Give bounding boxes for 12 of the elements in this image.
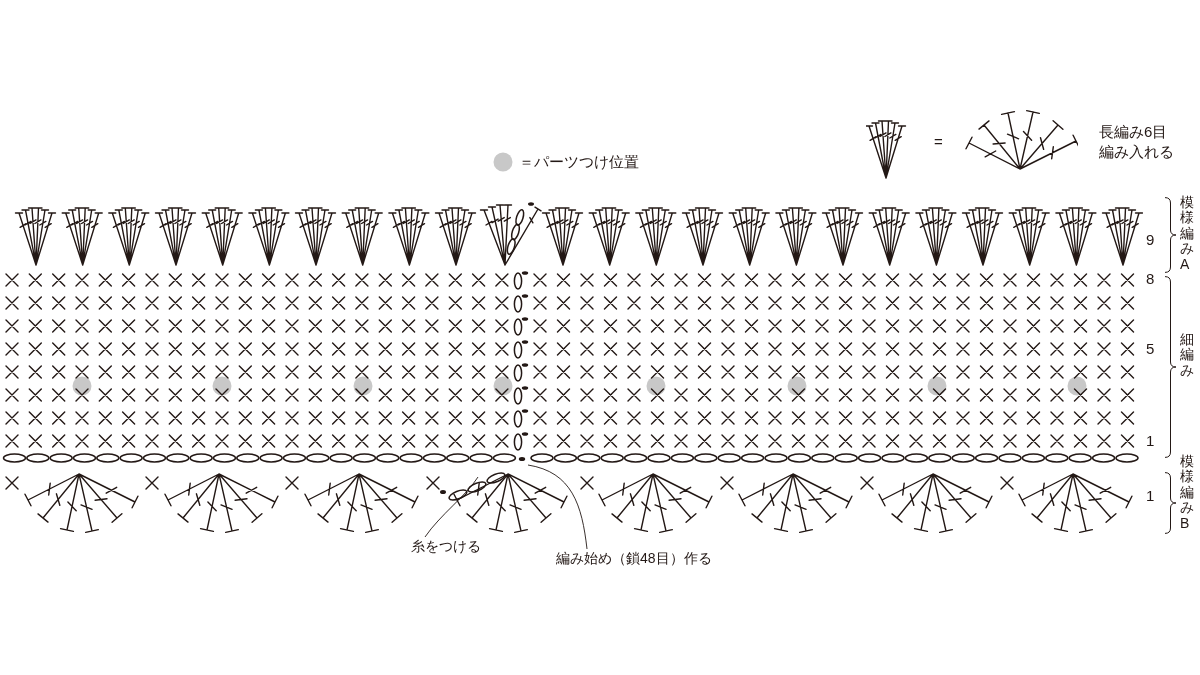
section-label: 細編み [1180,332,1194,379]
row-number: 5 [1146,340,1155,358]
legend-text: 長編み6目編み入れる [1099,122,1175,162]
row-number: 9 [1146,231,1155,249]
leader-label: 編み始め（鎖48目）作る [556,549,712,567]
row-number: 1 [1146,432,1155,450]
row-number: 8 [1146,270,1155,288]
row-number: 1 [1146,487,1155,505]
legend-text: ＝パーツつけ位置 [519,152,639,172]
equals-sign: = [934,133,943,151]
section-label: 模様編みA [1180,195,1194,272]
section-label: 模様編みB [1180,454,1194,531]
